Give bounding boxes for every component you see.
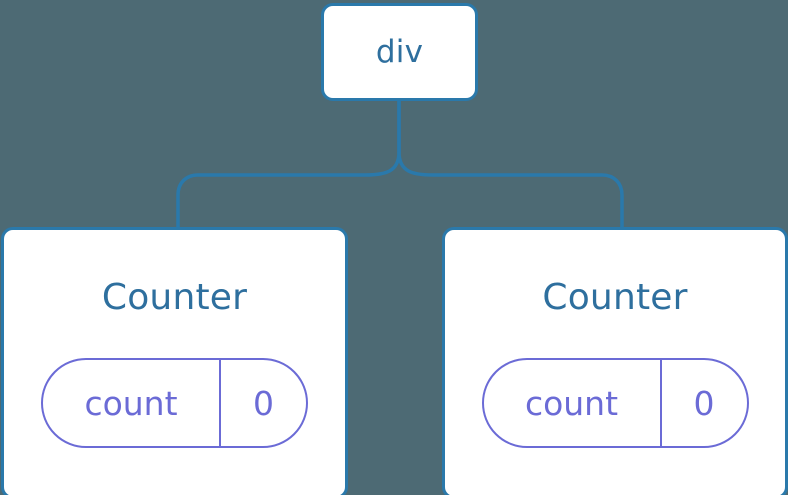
node-div-label: div xyxy=(375,33,424,70)
node-counter-1-label: Counter xyxy=(542,277,688,318)
node-counter-1[interactable]: Counter count 0 xyxy=(442,227,788,495)
node-counter-0[interactable]: Counter count 0 xyxy=(1,227,348,495)
connector-stem-right xyxy=(397,99,624,229)
state-value-counter-0: 0 xyxy=(219,360,306,446)
state-pill-counter-0[interactable]: count 0 xyxy=(41,358,308,448)
connector-stem-left xyxy=(176,99,401,229)
state-key-counter-1: count xyxy=(524,383,619,423)
state-key-counter-0: count xyxy=(84,383,178,423)
state-pill-counter-1[interactable]: count 0 xyxy=(481,358,749,448)
node-div[interactable]: div xyxy=(321,3,478,101)
state-value-counter-1: 0 xyxy=(659,360,747,446)
node-counter-0-label: Counter xyxy=(101,277,248,318)
